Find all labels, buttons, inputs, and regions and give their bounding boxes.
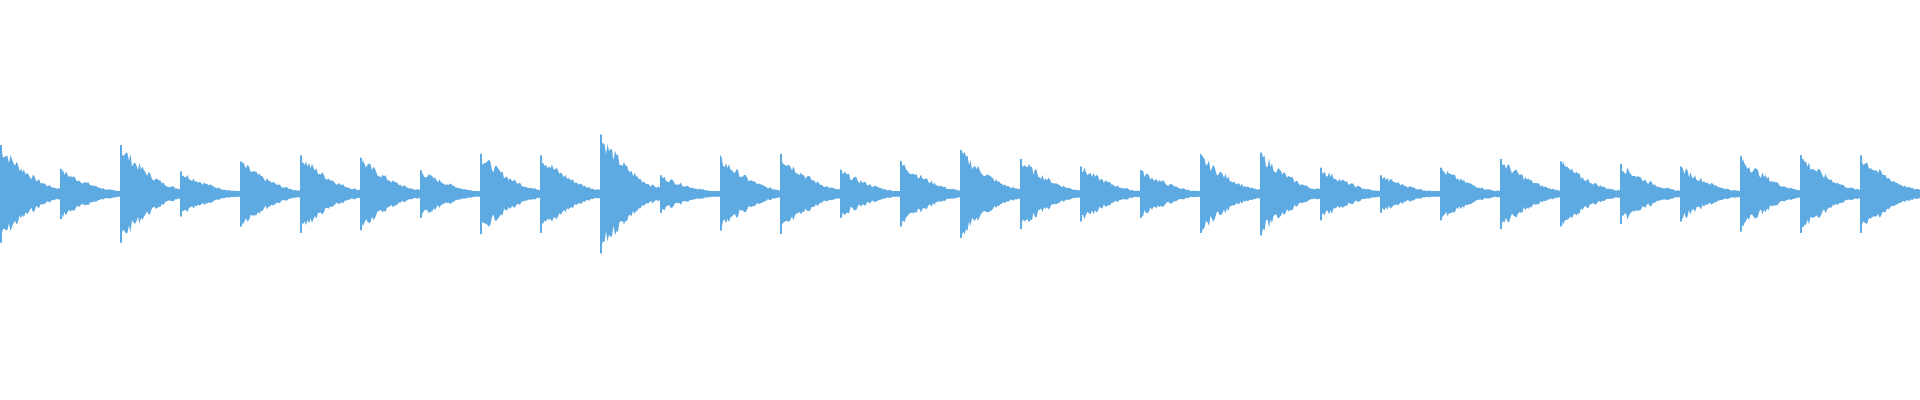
waveform-center-line [0, 192, 1920, 196]
waveform-beats [0, 134, 1920, 254]
